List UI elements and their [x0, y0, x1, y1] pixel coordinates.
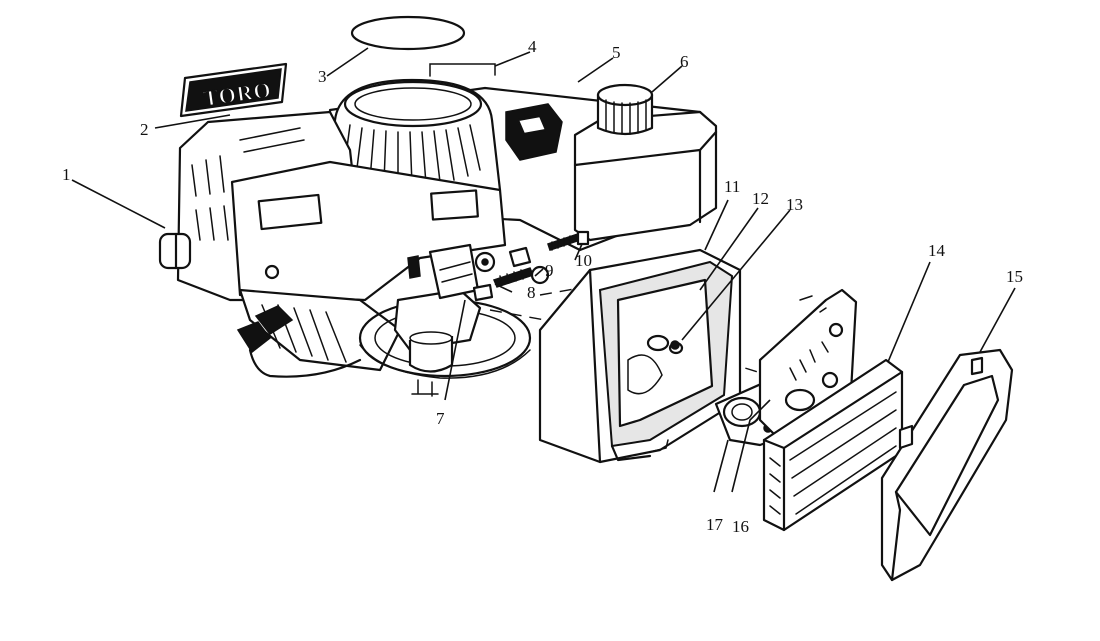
part-studs: [472, 230, 590, 302]
callout-3: 3: [318, 67, 327, 86]
callout-9: 9: [545, 261, 554, 280]
callout-10: 10: [575, 251, 592, 270]
part-o-ring: [350, 15, 466, 51]
callout-15: 15: [1006, 267, 1023, 286]
callout-2: 2: [140, 120, 149, 139]
callout-1: 1: [62, 165, 71, 184]
callout-13: 13: [786, 195, 803, 214]
callout-6: 6: [680, 52, 689, 71]
callout-8: 8: [527, 283, 536, 302]
leader-lines: [71, 47, 1016, 493]
callout-16: 16: [732, 517, 749, 536]
callout-17: 17: [706, 515, 724, 534]
part-foam-filter: [762, 358, 904, 532]
callout-5: 5: [612, 43, 621, 62]
part-air-cleaner-base: [538, 248, 742, 464]
callout-11: 11: [724, 177, 740, 196]
callout-14: 14: [928, 241, 946, 260]
callout-labels: 1 2 3 4 5 6 7 8 9 10 11 12 13 14 15 16 1…: [62, 37, 1023, 536]
part-plate-bar: [429, 63, 496, 77]
part-filter-cover: [880, 348, 1014, 582]
part-toro-decal: TORO: [179, 62, 288, 118]
callout-4: 4: [528, 37, 537, 56]
callout-7: 7: [436, 409, 445, 428]
part-engine-assembly: [158, 78, 718, 397]
callout-12: 12: [752, 189, 769, 208]
part-screws: [670, 340, 680, 350]
